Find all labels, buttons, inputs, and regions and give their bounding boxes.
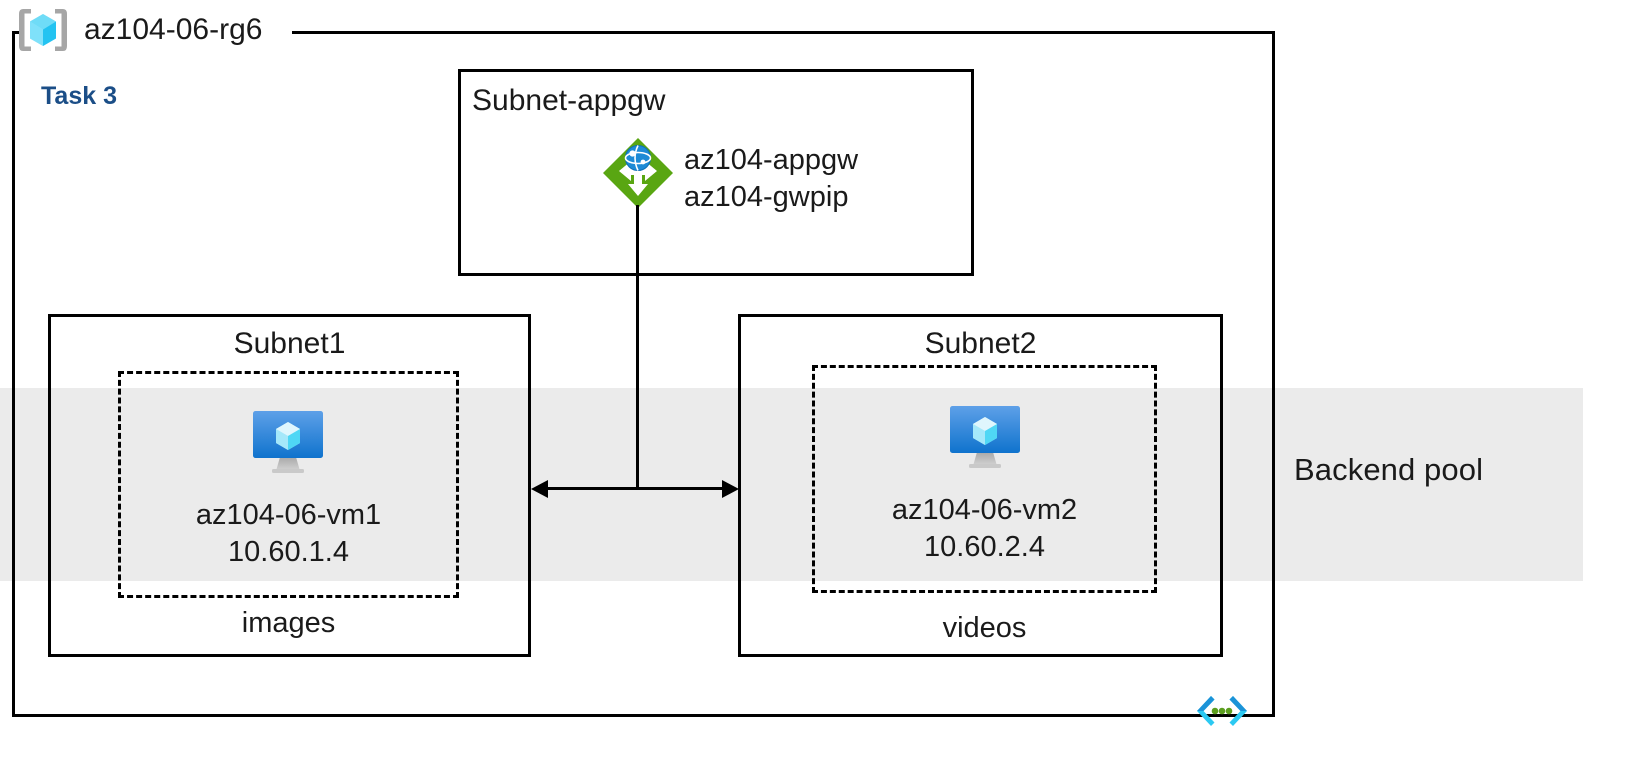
appgw-resource-labels: az104-appgw az104-gwpip: [684, 142, 858, 216]
resource-group-cube-icon: [17, 5, 69, 55]
subnet-horizontal-connector: [536, 487, 731, 490]
virtual-machine-icon: [947, 400, 1023, 472]
subnet2-box: [738, 314, 1223, 657]
arrow-head-left-icon: [531, 480, 548, 498]
subnet1-storage-label: images: [241, 607, 336, 639]
resource-group-name: az104-06-rg6: [84, 13, 263, 46]
vm2-ip: 10.60.2.4: [924, 531, 1045, 564]
backend-pool-label: Backend pool: [1294, 452, 1484, 487]
subnet1-box: [48, 314, 531, 657]
subnet2-vm-group: [812, 365, 1157, 593]
appgw-vertical-connector: [636, 205, 639, 490]
subnet2-storage-label: videos: [942, 612, 1027, 644]
subnet1-vm-group: [118, 371, 459, 598]
gwpip-name: az104-gwpip: [684, 181, 849, 214]
application-gateway-icon: [601, 136, 675, 210]
resource-group-boundary: [12, 31, 1275, 717]
appgw-name: az104-appgw: [684, 144, 859, 176]
vm2-name: az104-06-vm2: [891, 494, 1078, 526]
subnet-appgw-title: Subnet-appgw: [472, 84, 666, 117]
subnet1-title: Subnet1: [233, 327, 346, 360]
subnet2-title: Subnet2: [924, 327, 1037, 360]
subnet2-vm-labels: az104-06-vm2 10.60.2.4: [812, 492, 1157, 566]
virtual-network-icon: [1196, 694, 1248, 728]
subnet-appgw-box: [458, 69, 974, 276]
vm1-ip: 10.60.1.4: [228, 536, 349, 569]
subnet1-vm-labels: az104-06-vm1 10.60.1.4: [118, 497, 459, 571]
arrow-head-right-icon: [722, 480, 739, 498]
virtual-machine-icon: [250, 405, 326, 477]
vm1-name: az104-06-vm1: [195, 499, 382, 531]
task-label: Task 3: [41, 82, 117, 110]
